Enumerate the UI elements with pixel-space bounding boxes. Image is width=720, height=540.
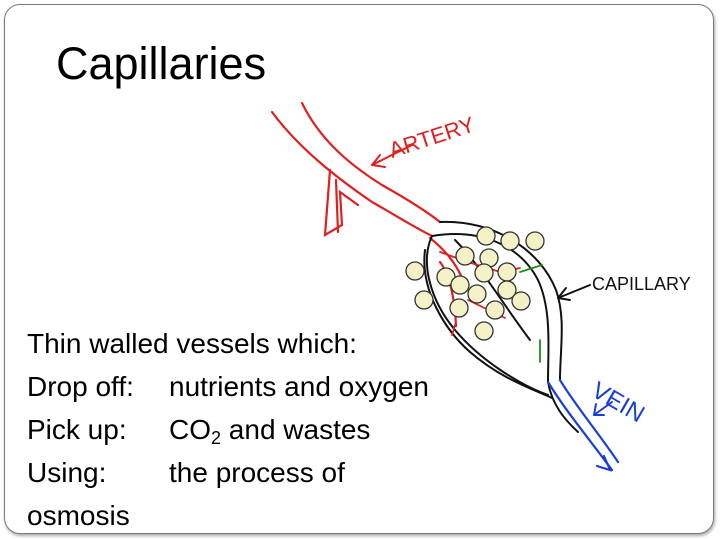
artery-label: ARTERY (386, 112, 478, 163)
using-line: Using: the process of (27, 451, 429, 494)
slide-frame (4, 4, 714, 534)
pick-up-rest: and wastes (221, 414, 371, 445)
tissue-cells (405, 226, 545, 341)
co2-subscript: 2 (211, 428, 222, 448)
label-arrows (371, 144, 613, 416)
drop-off-label: Drop off: (27, 371, 134, 402)
drop-off-value: nutrients and oxygen (169, 371, 429, 402)
pick-up-label: Pick up: (27, 414, 127, 445)
drop-off-line: Drop off: nutrients and oxygen (27, 365, 429, 408)
osmosis-text: osmosis (27, 500, 130, 531)
intro-line: Thin walled vessels which: (27, 322, 429, 365)
slide-body: Thin walled vessels which: Drop off: nut… (27, 322, 429, 537)
transfer-arrows (519, 264, 543, 363)
last-line: osmosis (27, 494, 429, 537)
capillary-label: CAPILLARY (592, 274, 691, 294)
using-label: Using: (27, 457, 107, 488)
slide-title: Capillaries (56, 38, 267, 89)
pick-up-value: CO2 and wastes (169, 408, 370, 451)
intro-text: Thin walled vessels which: (27, 328, 357, 359)
pick-up-line: Pick up: CO2 and wastes (27, 408, 429, 451)
using-value: the process of (169, 457, 345, 488)
capillary-network (423, 220, 579, 433)
vein-drawing (546, 378, 620, 472)
vein-label: VEIN (587, 377, 649, 428)
co2-main: CO (169, 414, 211, 445)
